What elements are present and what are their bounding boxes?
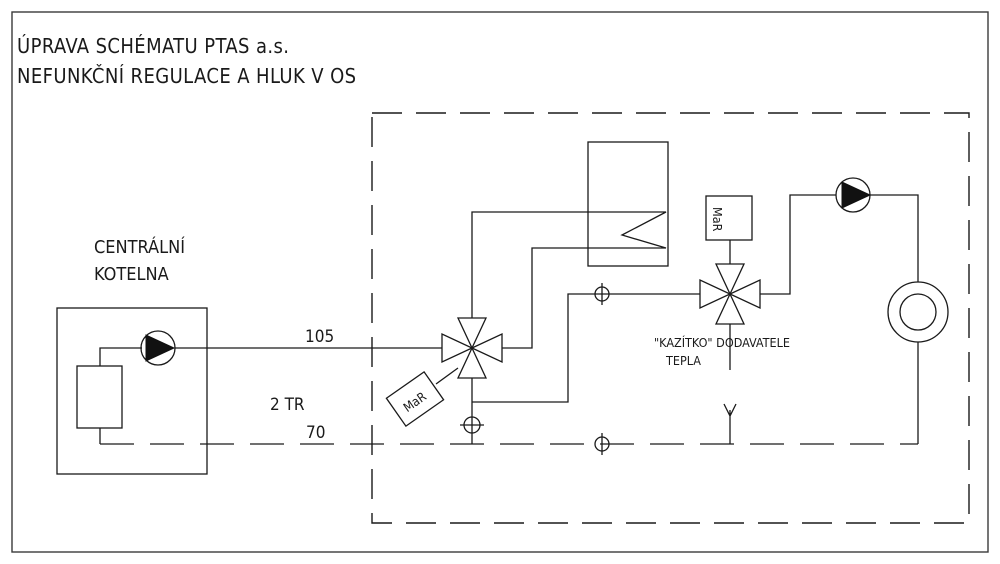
mar-label-1: MaR <box>400 389 429 415</box>
mixing-valve-icon <box>441 317 503 379</box>
heater-coil <box>585 211 667 249</box>
title-line-2: NEFUNKČNÍ REGULACE A HLUK V OS <box>17 64 356 88</box>
boiler-pump-icon <box>140 330 176 366</box>
valve-to-heater-pipe <box>471 211 585 318</box>
boiler <box>76 365 123 429</box>
secondary-supply-pipe <box>760 194 836 295</box>
supplier-note-line-2: TEPLA <box>665 353 701 368</box>
return-balancing-valve-icon <box>594 433 610 455</box>
balancing-valve-icon <box>594 283 610 305</box>
title-line-1: ÚPRAVA SCHÉMATU PTAS a.s. <box>17 34 289 58</box>
boiler-room-label-2: KOTELNA <box>94 264 169 285</box>
boiler-room-box <box>56 307 208 475</box>
pump-to-radiator-pipe <box>870 194 919 282</box>
building-boundary <box>371 112 970 524</box>
supply-temp-label: 105 <box>305 327 334 347</box>
drain-icon <box>723 403 737 444</box>
return-temp-label: 70 <box>306 423 325 443</box>
boiler-room-label-1: CENTRÁLNÍ <box>94 236 185 258</box>
radiator-icon <box>887 281 949 343</box>
supplier-note-line-1: "KAZÍTKO" DODAVATELE <box>654 335 790 350</box>
mar-label-2: MaR <box>710 207 725 232</box>
supplier-valve-icon <box>699 263 761 325</box>
heater-return-pipe <box>502 247 585 349</box>
loop-return-pipe <box>472 293 700 403</box>
circulation-pump-icon <box>835 177 872 213</box>
water-heater-box <box>587 141 669 267</box>
check-valve-icon <box>460 416 484 434</box>
drawing-frame <box>11 11 989 553</box>
supplier-controller-box <box>705 195 753 241</box>
pipe-count-label: 2 TR <box>270 395 305 415</box>
mixing-valve-controller: MaR <box>385 367 459 428</box>
boiler-supply-pipe <box>99 347 142 366</box>
